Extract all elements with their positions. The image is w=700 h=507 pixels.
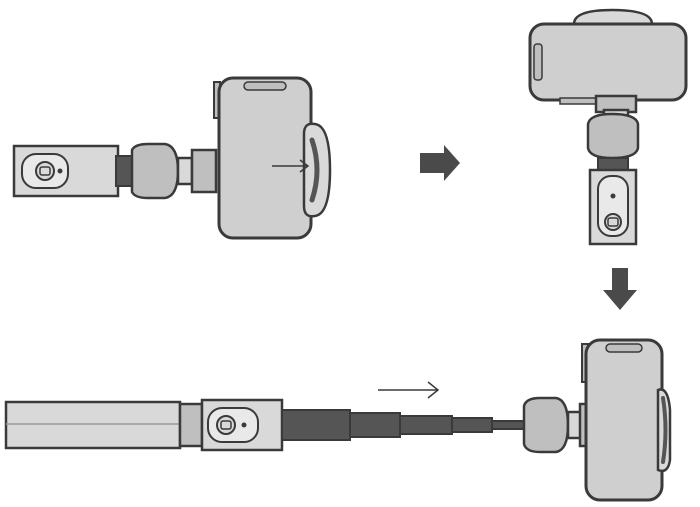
- step3-rotating-head: [522, 396, 570, 454]
- step-1-gimbal-phone-horizontal: [12, 76, 332, 240]
- pole-segment-4: [451, 417, 493, 433]
- shutter-button-icon: [604, 213, 622, 231]
- pole-segment-2: [349, 412, 401, 438]
- thin-arrow-icon: [272, 159, 310, 173]
- step1-clamp-base: [190, 148, 218, 194]
- pole-segment-5: [491, 420, 527, 430]
- shutter-button-icon: [35, 161, 55, 181]
- step2-phone: [528, 22, 688, 102]
- thin-arrow-icon: [378, 381, 440, 399]
- step3-phone: [584, 338, 664, 502]
- down-arrow-icon: [603, 268, 637, 310]
- step1-neck: [115, 155, 133, 187]
- pole-segment-1: [281, 409, 351, 441]
- pole-segment-3: [399, 415, 453, 435]
- right-arrow-icon: [420, 145, 460, 181]
- step2-rotating-head: [586, 112, 640, 160]
- step-2-gimbal-phone-rotated: [528, 8, 688, 246]
- step1-joint: [176, 156, 194, 186]
- step3-handle: [4, 400, 182, 450]
- step-3-gimbal-extended-pole: [4, 338, 672, 502]
- step1-phone: [217, 76, 313, 240]
- step1-rotating-head: [130, 142, 180, 200]
- shutter-button-icon: [216, 415, 236, 435]
